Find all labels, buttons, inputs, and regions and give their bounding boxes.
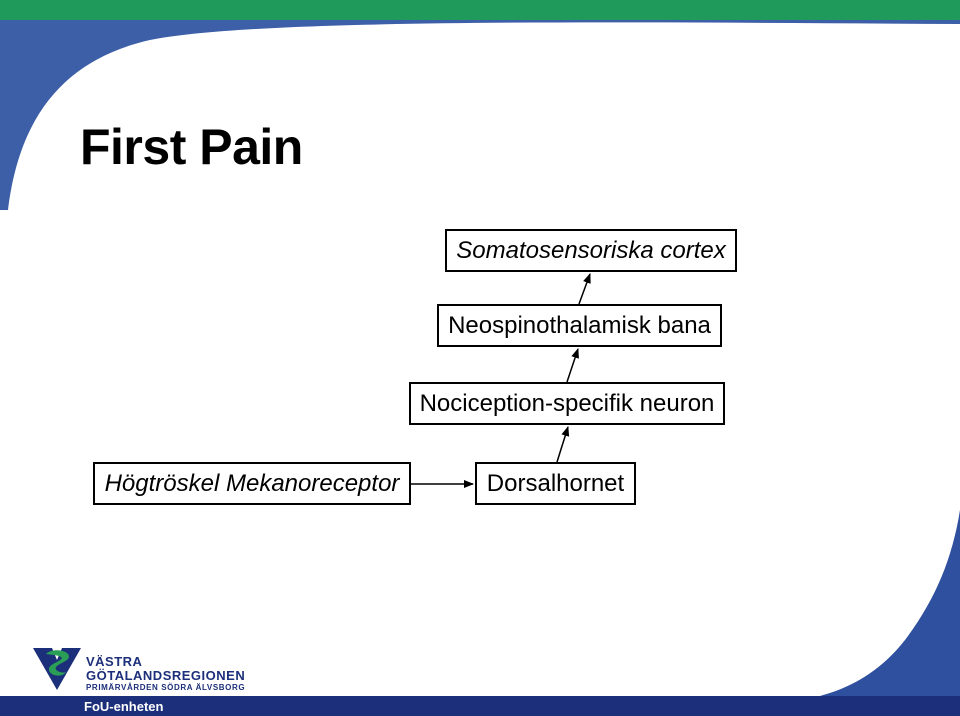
logo-text-primarvarden: PRIMÄRVÅRDEN SÖDRA ÄLVSBORG (86, 683, 246, 692)
right-blue-band (820, 510, 960, 696)
node-dorsalhornet: Dorsalhornet (475, 462, 636, 505)
left-blue-swoosh (0, 20, 960, 210)
node-somatosensoriska-cortex: Somatosensoriska cortex (445, 229, 737, 272)
node-hogtroskel-mekanoreceptor: Högtröskel Mekanoreceptor (93, 462, 411, 505)
slide-title: First Pain (80, 119, 303, 175)
footer-band (0, 696, 960, 716)
footer-label: FoU-enheten (84, 699, 164, 714)
top-green-band (0, 0, 960, 20)
node-neospinothalamisk-bana: Neospinothalamisk bana (437, 304, 722, 347)
logo-text-vastra: VÄSTRA (86, 654, 143, 669)
logo-text-gotalandsregionen: GÖTALANDSREGIONEN (86, 668, 246, 683)
node-nociception-specifik-neuron: Nociception-specifik neuron (409, 382, 725, 425)
vastra-gotalandsregionen-logo-icon (33, 648, 81, 690)
